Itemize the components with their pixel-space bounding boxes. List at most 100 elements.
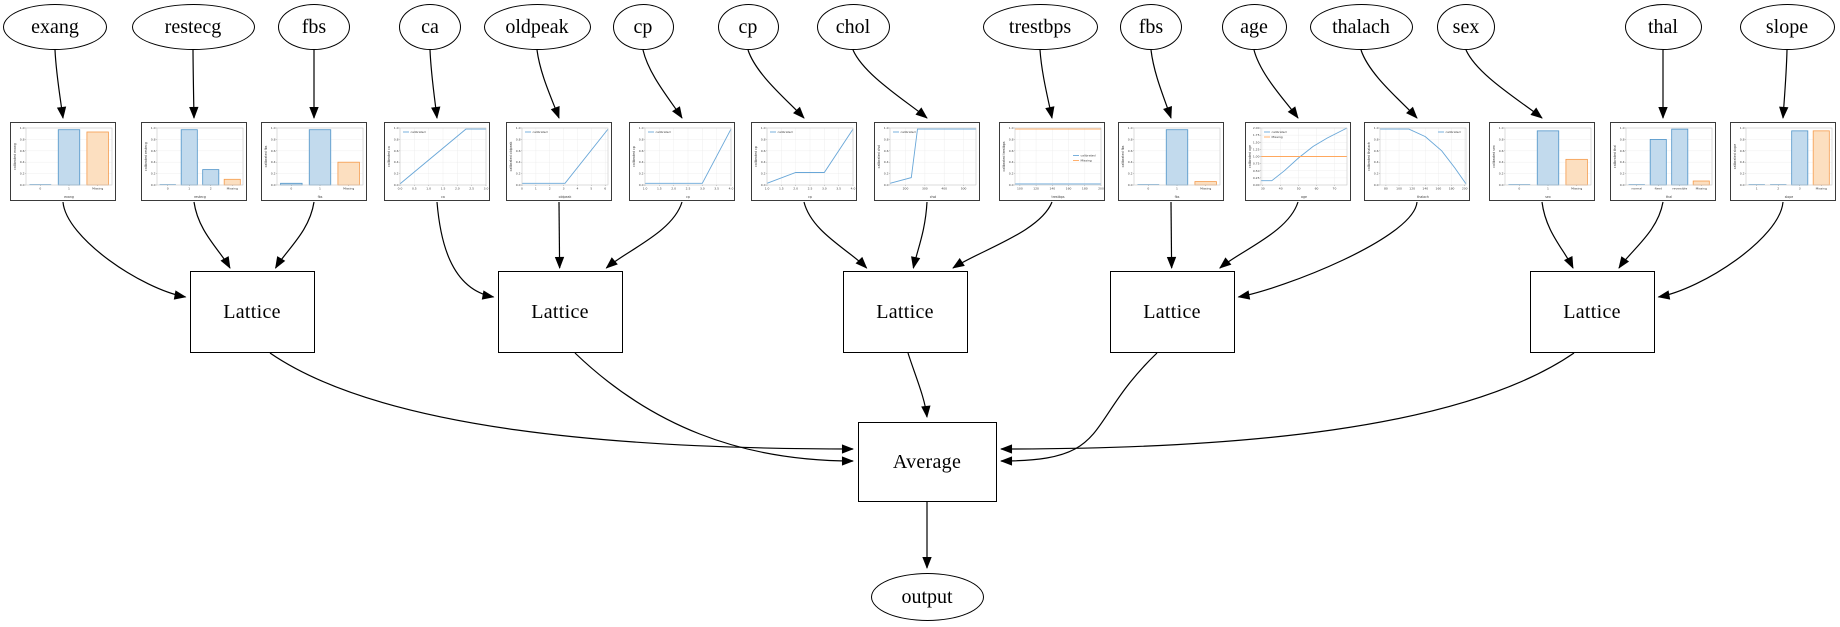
svg-text:calibrated: calibrated	[1080, 153, 1095, 157]
edge-calibrator-to-lattice	[436, 201, 495, 300]
svg-text:thalach: thalach	[1417, 194, 1429, 198]
svg-text:1.0: 1.0	[638, 126, 643, 130]
svg-text:calibrated cp: calibrated cp	[632, 146, 636, 167]
svg-text:0.6: 0.6	[19, 148, 24, 152]
lattice-node-0: Lattice	[189, 271, 315, 353]
svg-text:sex: sex	[1545, 194, 1551, 198]
line-series	[1260, 127, 1347, 181]
svg-text:calibrated thal: calibrated thal	[1613, 144, 1617, 167]
svg-text:0.0: 0.0	[393, 183, 398, 187]
edge-calibrator-to-lattice	[554, 201, 565, 269]
bar	[1692, 180, 1710, 185]
svg-text:70: 70	[1332, 186, 1336, 190]
line-series	[399, 128, 486, 184]
svg-text:140: 140	[1422, 186, 1428, 190]
svg-text:0.2: 0.2	[1373, 171, 1378, 175]
bar	[1790, 129, 1808, 185]
svg-text:fbs: fbs	[317, 194, 322, 198]
svg-text:3.5: 3.5	[714, 186, 719, 190]
bar	[1536, 129, 1559, 185]
bar	[1565, 158, 1588, 185]
svg-text:3: 3	[1798, 186, 1800, 190]
svg-text:0.8: 0.8	[150, 137, 155, 141]
svg-text:4.0: 4.0	[850, 186, 855, 190]
svg-text:0.8: 0.8	[270, 137, 275, 141]
svg-text:2: 2	[209, 186, 211, 190]
lattice-node-3: Lattice	[1109, 271, 1235, 353]
svg-text:calibrated: calibrated	[532, 130, 547, 134]
svg-text:0.4: 0.4	[515, 160, 520, 164]
svg-text:0.2: 0.2	[515, 171, 520, 175]
svg-text:1.5: 1.5	[778, 186, 783, 190]
input-node-thalach: thalach	[1309, 4, 1413, 50]
svg-text:0.6: 0.6	[1127, 148, 1132, 152]
edge-input-to-calibrator	[536, 49, 560, 119]
line-series	[889, 128, 976, 184]
svg-text:1.25: 1.25	[1252, 147, 1259, 151]
svg-text:1: 1	[1547, 186, 1549, 190]
svg-text:0.0: 0.0	[19, 183, 24, 187]
svg-text:80: 80	[1383, 186, 1387, 190]
edge-lattice-to-average	[907, 352, 931, 418]
svg-text:180: 180	[1448, 186, 1454, 190]
bar	[337, 161, 360, 185]
input-node-chol: chol	[816, 4, 890, 50]
svg-text:0: 0	[1147, 186, 1149, 190]
svg-text:3.0: 3.0	[699, 186, 704, 190]
svg-text:0.8: 0.8	[760, 137, 765, 141]
svg-text:2.0: 2.0	[454, 186, 459, 190]
edge-input-to-calibrator	[1150, 49, 1172, 119]
svg-text:120: 120	[1033, 186, 1039, 190]
svg-text:2.0: 2.0	[671, 186, 676, 190]
bar	[308, 128, 331, 185]
svg-text:0.4: 0.4	[1619, 160, 1624, 164]
edge-calibrator-to-lattice	[911, 201, 928, 269]
svg-text:200: 200	[1098, 186, 1104, 190]
svg-text:oldpeak: oldpeak	[558, 194, 571, 198]
svg-text:0.0: 0.0	[1619, 183, 1624, 187]
chart-legend: calibrated	[524, 130, 547, 134]
input-node-cp: cp	[612, 4, 674, 50]
svg-text:1.0: 1.0	[515, 126, 520, 130]
svg-text:1.0: 1.0	[1498, 126, 1503, 130]
svg-text:calibrated trestbps: calibrated trestbps	[1002, 141, 1006, 171]
svg-text:0.6: 0.6	[393, 148, 398, 152]
edge-input-to-calibrator	[1779, 49, 1789, 119]
svg-text:0.6: 0.6	[1498, 148, 1503, 152]
svg-text:1: 1	[534, 186, 536, 190]
svg-text:0.6: 0.6	[150, 148, 155, 152]
bar	[223, 178, 241, 185]
edge-calibrator-to-lattice	[193, 201, 231, 269]
svg-text:0.6: 0.6	[1373, 148, 1378, 152]
svg-text:calibrated: calibrated	[410, 130, 425, 134]
edge-input-to-calibrator	[1253, 49, 1299, 119]
svg-text:1: 1	[188, 186, 190, 190]
lattice-node-4: Lattice	[1529, 271, 1655, 353]
svg-text:thal: thal	[1665, 194, 1671, 198]
edge-input-to-calibrator	[642, 49, 683, 119]
edge-input-to-calibrator	[1360, 49, 1418, 119]
svg-text:1: 1	[1755, 186, 1757, 190]
svg-text:calibrated chol: calibrated chol	[877, 144, 881, 168]
svg-text:calibrated cp: calibrated cp	[754, 146, 758, 167]
svg-text:1.0: 1.0	[1373, 126, 1378, 130]
svg-text:2: 2	[1777, 186, 1779, 190]
line-series	[1379, 128, 1466, 184]
svg-text:1.0: 1.0	[642, 186, 647, 190]
svg-text:1.0: 1.0	[1127, 126, 1132, 130]
input-node-cp: cp	[717, 4, 779, 50]
svg-text:1.5: 1.5	[440, 186, 445, 190]
svg-text:0.2: 0.2	[19, 171, 24, 175]
average-node: Average	[857, 422, 997, 502]
svg-text:0.4: 0.4	[1008, 160, 1013, 164]
svg-text:normal: normal	[1631, 186, 1642, 190]
svg-text:1.00: 1.00	[1252, 154, 1259, 158]
